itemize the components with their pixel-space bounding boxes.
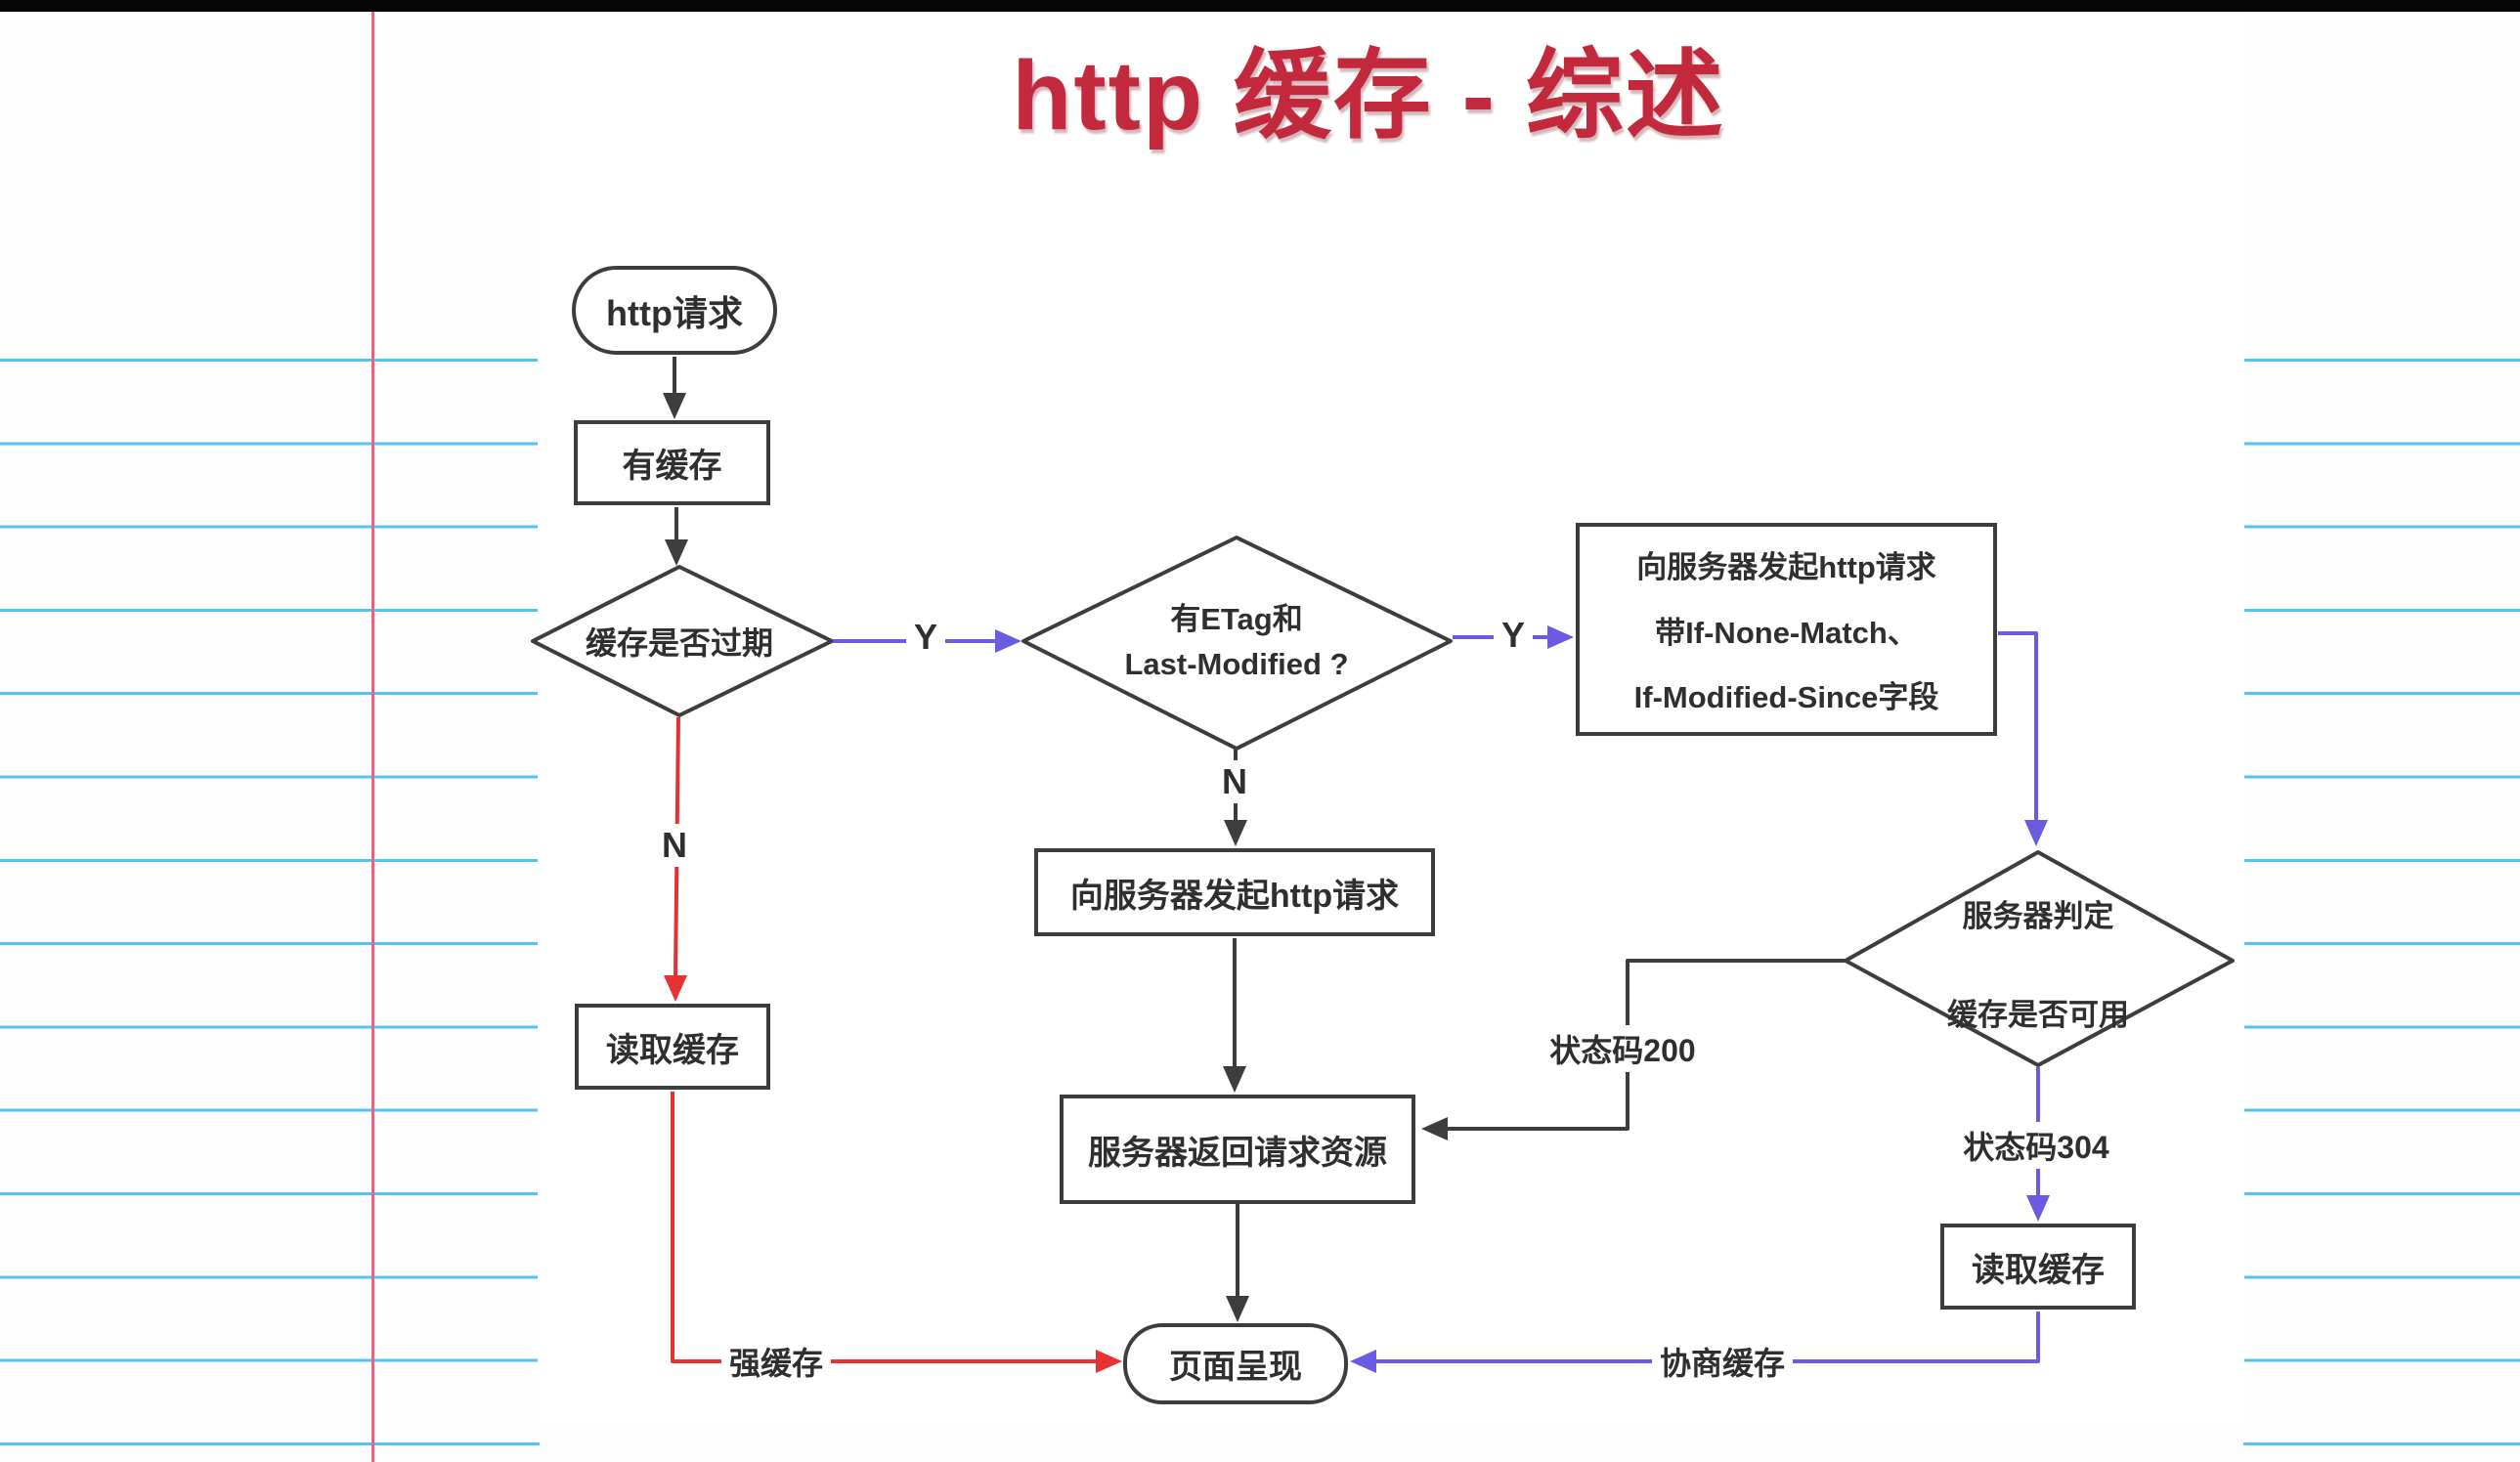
node-request-with-validators: 向服务器发起http请求 带If-None-Match、 If-Modified… xyxy=(1576,523,1997,736)
page-title: http 缓存 - 综述 xyxy=(1012,41,1725,150)
node-read-cache-left-label: 读取缓存 xyxy=(606,1031,739,1069)
edge-readcache-left-to-render xyxy=(671,1092,1122,1373)
node-server-return: 服务器返回请求资源 xyxy=(1060,1095,1415,1204)
validators-line-1: 向服务器发起http请求 xyxy=(1636,550,1936,584)
node-start-label: http请求 xyxy=(606,292,743,333)
node-read-cache-right-label: 读取缓存 xyxy=(1972,1251,2105,1289)
edge-validators-to-judge xyxy=(1998,631,2048,846)
red-margin-line xyxy=(371,12,374,1462)
edge-start-to-hascache xyxy=(663,357,686,419)
edge-label-no-1: N xyxy=(1214,760,1255,803)
edge-label-no-2: N xyxy=(654,824,695,867)
edge-label-negotiated-cache: 协商缓存 xyxy=(1651,1338,1794,1385)
edge-hascache-to-expired xyxy=(665,507,688,566)
diamond-cache-expired xyxy=(531,565,834,717)
node-request-http-label: 向服务器发起http请求 xyxy=(1069,877,1400,915)
node-has-cache-label: 有缓存 xyxy=(622,448,722,485)
edge-return-to-render xyxy=(1226,1204,1249,1322)
node-read-cache-left: 读取缓存 xyxy=(575,1004,770,1090)
node-server-return-label: 服务器返回请求资源 xyxy=(1088,1134,1387,1172)
edge-readcache-right-to-render xyxy=(1350,1312,2040,1373)
edge-request-to-return xyxy=(1223,938,1246,1093)
node-read-cache-right: 读取缓存 xyxy=(1940,1224,2136,1310)
ruled-lines-right xyxy=(2243,359,2520,1462)
edge-label-status-200: 状态码200 xyxy=(1542,1025,1704,1072)
top-black-bar xyxy=(0,0,2520,12)
edge-label-status-304: 状态码304 xyxy=(1955,1122,2117,1169)
edge-label-yes-2: Y xyxy=(1493,614,1534,657)
node-has-cache: 有缓存 xyxy=(574,420,770,505)
ruled-lines-left xyxy=(0,359,540,1462)
node-page-render-label: 页面呈现 xyxy=(1169,1349,1302,1386)
node-request-http: 向服务器发起http请求 xyxy=(1034,848,1435,936)
diamond-server-judge xyxy=(1844,850,2235,1067)
edge-label-yes-1: Y xyxy=(905,616,946,659)
node-page-render: 页面呈现 xyxy=(1123,1323,1348,1404)
diamond-has-etag xyxy=(1021,536,1453,751)
edge-label-strong-cache: 强缓存 xyxy=(720,1338,832,1385)
validators-line-2: 带If-None-Match、 xyxy=(1655,615,1918,650)
validators-line-3: If-Modified-Since字段 xyxy=(1633,680,1939,714)
node-start: http请求 xyxy=(572,266,777,355)
